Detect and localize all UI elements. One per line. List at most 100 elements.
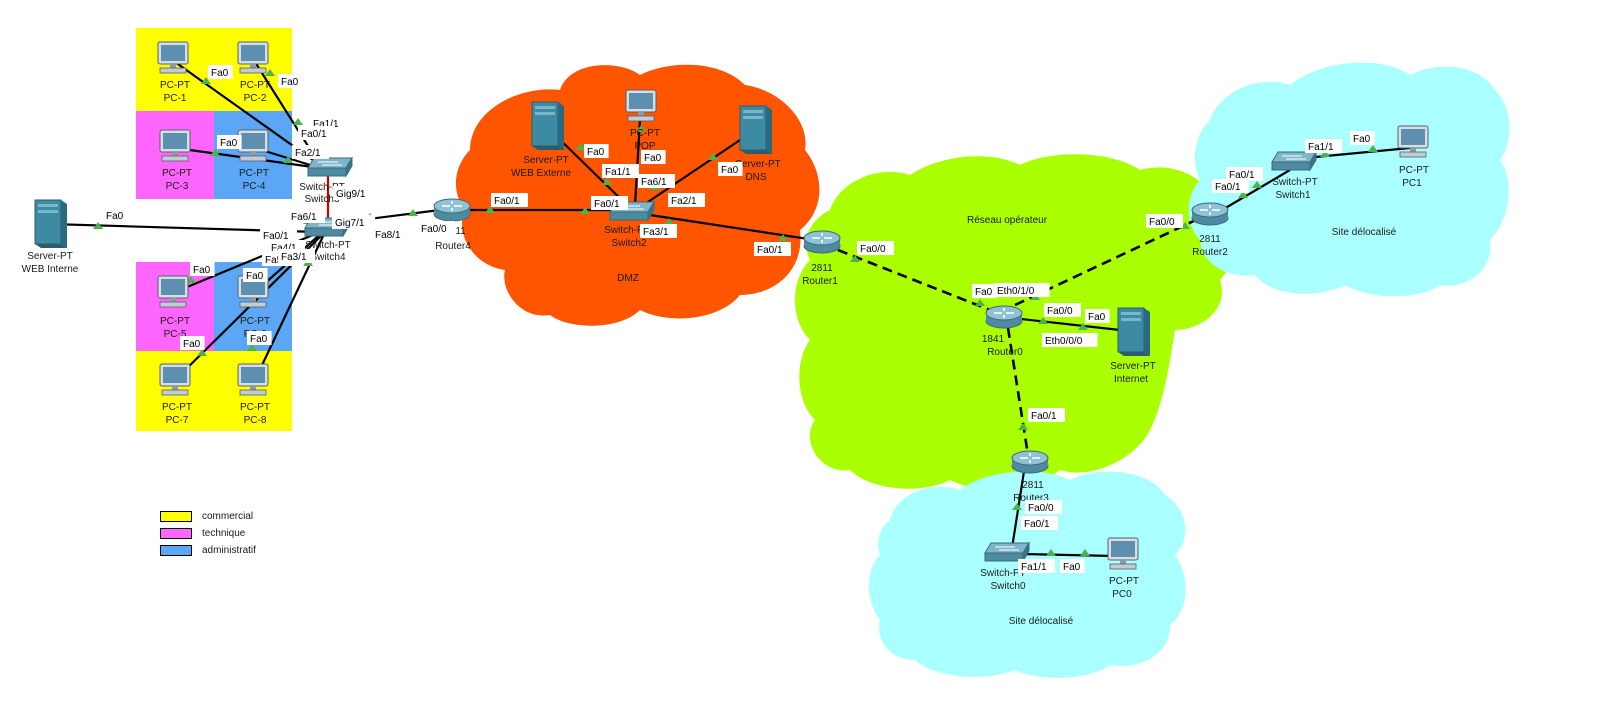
pc1-right-model: PC-PT: [1399, 165, 1429, 176]
pc0-name: PC0: [1112, 589, 1132, 600]
pc-1[interactable]: PC-PT PC-1: [157, 41, 190, 104]
pc1-right-name: PC1: [1402, 178, 1422, 189]
switch3-model: Switch-PT: [299, 182, 345, 193]
legend-item-technique: technique: [160, 525, 256, 542]
port-text-sw4-fa0: Fa0/1: [263, 231, 289, 242]
server-web-externe[interactable]: Server-PT WEB Externe: [511, 101, 571, 179]
pc-pop[interactable]: PC-PT POP: [625, 89, 660, 152]
router1[interactable]: 2811 Router1: [802, 230, 841, 287]
port-text-pc1-r-fa0: Fa0: [1353, 134, 1371, 145]
switch0-model: Switch-PT: [980, 568, 1026, 579]
commercial-block-bottom: [136, 351, 292, 431]
router1-name: Router1: [802, 276, 838, 287]
pc-7-name: PC-7: [166, 415, 189, 426]
switch1-name: Switch1: [1275, 190, 1310, 201]
port-label-sw4-fa0: Fa0/1: [260, 228, 297, 242]
router4-model: 2811: [444, 226, 466, 237]
port-label-r0-eth010: Eth0/1/0: [994, 283, 1050, 297]
port-text-webext-fa0: Fa0: [587, 147, 605, 158]
dmz-label: DMZ: [617, 273, 639, 284]
pc0[interactable]: PC-PT PC0: [1107, 537, 1139, 600]
router0[interactable]: 1841 Router0: [982, 305, 1023, 358]
router3[interactable]: 2811 Router3: [1011, 450, 1049, 504]
pc-6-model: PC-PT: [240, 316, 270, 327]
pc1-right[interactable]: PC-PT PC1: [1397, 125, 1429, 189]
site-bottom-cloud: [868, 471, 1186, 678]
port-text-sw4-fa4: Fa4/1: [271, 243, 297, 254]
router3-model: 2811: [1022, 480, 1044, 491]
port-text-r2-fa01: Fa0/1: [1229, 170, 1255, 181]
port-text-sw3-fa2: Fa2/1: [295, 148, 321, 159]
port-text-pc8-fa0: Fa0: [250, 334, 268, 345]
internet-model: Server-PT: [1110, 361, 1156, 372]
port-label-sw4-fa8: Fa8/1: [372, 227, 409, 241]
port-label-sw4-fa6: Fa6/1: [288, 209, 325, 223]
pc-8[interactable]: PC-PT PC-8: [237, 363, 270, 426]
port-label-pc1-fa0: Fa0: [208, 65, 233, 79]
web-externe-name: WEB Externe: [511, 168, 571, 179]
port-text-pc7-fa0: Fa0: [183, 339, 201, 350]
link-router0-internet: [1011, 316, 1121, 332]
site-right-label: Site délocalisé: [1332, 227, 1397, 238]
legend-label-administratif: administratif: [202, 545, 256, 556]
pc-4[interactable]: PC-PT PC-4: [237, 129, 269, 192]
port-label-dns-fa0: Fa0: [718, 162, 743, 176]
server-internet[interactable]: Server-PT Internet: [1110, 307, 1156, 385]
port-text-sw4-fa8: Fa8/1: [375, 230, 401, 241]
pc-3[interactable]: PC-PT PC-3: [159, 129, 192, 192]
port-label-pc7-fa0: Fa0: [180, 336, 205, 350]
port-label-sw1-fa0: Fa0/1: [1212, 179, 1249, 193]
legend-item-commercial: commercial: [160, 508, 256, 525]
port-text-pc6-fa0: Fa0: [246, 271, 264, 282]
port-text-r3-fa01: Fa0/1: [1031, 411, 1057, 422]
pc-2[interactable]: PC-PT PC-2: [237, 41, 270, 104]
port-text-sw4-fa3: Fa3/1: [281, 252, 307, 263]
port-text-sw2-fa0: Fa0/1: [594, 199, 620, 210]
link-router1-router0: [837, 248, 996, 314]
port-label-r3-fa01: Fa0/1: [1028, 408, 1065, 422]
port-label-sw4-gig7: Gig7/1: [332, 215, 376, 229]
port-text-sw2-fa2: Fa2/1: [671, 196, 697, 207]
switch2[interactable]: Switch-PT Switch2: [604, 201, 655, 249]
port-text-sw0-fa0: Fa0/1: [1024, 519, 1050, 530]
router4[interactable]: 2811 Router4: [433, 198, 471, 252]
port-label-sw2-fa3: Fa3/1: [640, 224, 677, 238]
pc-7[interactable]: PC-PT PC-7: [159, 363, 192, 426]
port-text-pc1-fa0: Fa0: [211, 68, 229, 79]
port-text-pc5-fa0: Fa0: [193, 265, 211, 276]
pc-5-model: PC-PT: [160, 316, 190, 327]
port-text-r0-fa00: Fa0/0: [1047, 306, 1073, 317]
web-externe-model: Server-PT: [523, 155, 569, 166]
link-router2-switch1: [1221, 169, 1291, 211]
port-text-r3-fa00: Fa0/0: [1028, 503, 1054, 514]
switch0-name: Switch0: [990, 581, 1025, 592]
port-text-dns-fa0: Fa0: [721, 165, 739, 176]
switch1[interactable]: Switch-PT Switch1: [1271, 151, 1318, 201]
pc-8-model: PC-PT: [240, 402, 270, 413]
server-web-interne[interactable]: Server-PT WEB Interne: [22, 199, 79, 275]
port-text-sw1-fa0: Fa0/1: [1215, 182, 1241, 193]
switch3[interactable]: Switch-PT Switch3: [299, 157, 353, 205]
port-text-sw3-fa0: Fa0/1: [301, 129, 327, 140]
router2[interactable]: 2811 Router2: [1191, 202, 1229, 258]
pc-2-model: PC-PT: [240, 80, 270, 91]
port-text-r0-eth010: Eth0/1/0: [997, 286, 1035, 297]
switch0[interactable]: Switch-PT Switch0: [980, 542, 1030, 592]
site-right-cloud: [1188, 62, 1510, 297]
port-text-r0-fa0: Fa0: [975, 287, 993, 298]
port-label-r0-eth000: Eth0/0/0: [1042, 333, 1098, 347]
dns-name: DNS: [745, 172, 766, 183]
port-label-pc4-fa0: Fa0: [217, 135, 242, 149]
port-text-r4-fa01: Fa0/1: [494, 196, 520, 207]
server-dns[interactable]: Server-PT DNS: [735, 105, 781, 183]
port-label-sw2-fa0: Fa0/1: [591, 196, 628, 210]
port-text-r2-fa00: Fa0/0: [1149, 217, 1175, 228]
pc-5[interactable]: PC-PT PC-5: [157, 275, 190, 340]
site-bottom-label: Site délocalisé: [1009, 616, 1074, 627]
port-text-inet-fa0: Fa0: [1088, 312, 1106, 323]
port-label-r2-fa00: Fa0/0: [1146, 214, 1183, 228]
switch4[interactable]: Switch-PT Switch4: [304, 217, 351, 263]
pc-pop-model: PC-PT: [630, 128, 660, 139]
